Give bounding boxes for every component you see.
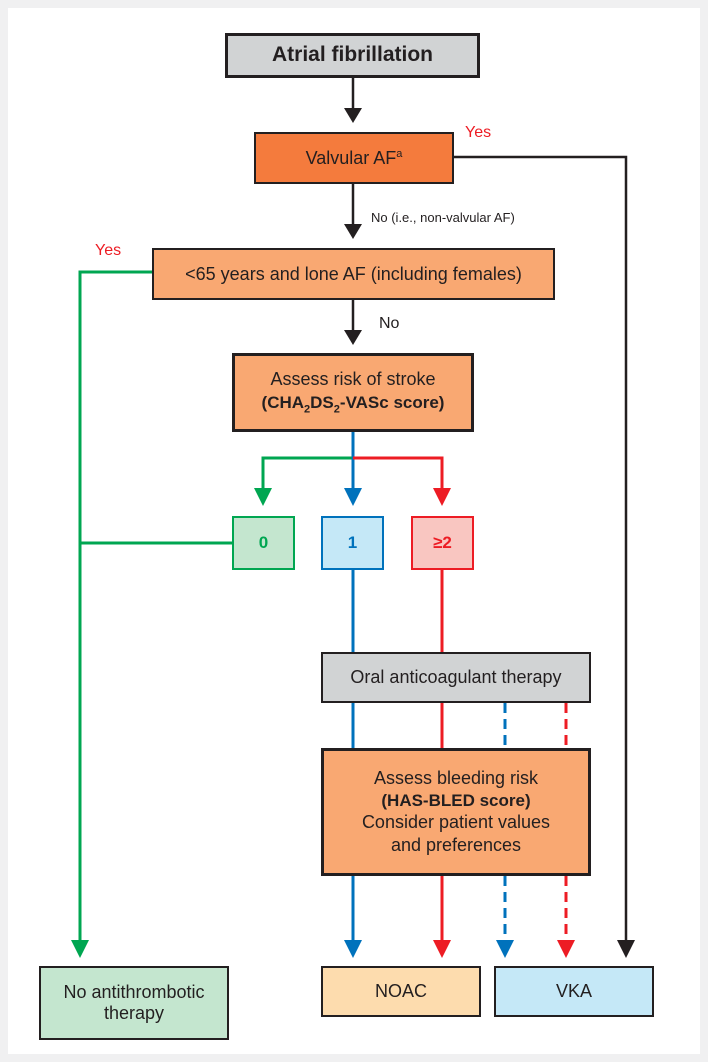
box-lone-af: <65 years and lone AF (including females…	[152, 248, 555, 300]
box-bleed-line2: (HAS-BLED score)	[381, 790, 531, 810]
box-bleed-line1: Assess bleeding risk	[373, 768, 539, 789]
box-atrial-fibrillation: Atrial fibrillation	[225, 33, 480, 78]
box-no-antithrombotic-line1: No antithrombotic	[63, 982, 205, 1003]
arrowhead-valvular-to-lone	[344, 224, 362, 239]
box-assess-bleeding: Assess bleeding risk (HAS-BLED score) Co…	[321, 748, 591, 876]
box-vka-label: VKA	[555, 981, 593, 1002]
box-lone-af-label: <65 years and lone AF (including females…	[185, 263, 522, 284]
box-noac: NOAC	[321, 966, 481, 1017]
box-valvular-af: Valvular AFa	[254, 132, 454, 184]
arrowhead-to-noac-blue	[344, 940, 362, 958]
box-valvular-footnote: a	[396, 147, 403, 160]
box-valvular-label: Valvular AF	[305, 147, 397, 168]
arrowhead-to-score0	[254, 488, 272, 506]
arrowhead-af-to-valvular	[344, 108, 362, 123]
stroke-score-pre: (CHA	[261, 392, 305, 412]
box-score-1: 1	[321, 516, 384, 570]
box-bleed-line3: Consider patient values	[361, 812, 551, 833]
box-no-antithrombotic: No antithrombotic therapy	[39, 966, 229, 1040]
box-score-0: 0	[232, 516, 295, 570]
arrowhead-to-score2	[433, 488, 451, 506]
box-assess-stroke: Assess risk of stroke (CHA2DS2-VASc scor…	[232, 353, 474, 432]
arrowhead-to-score1	[344, 488, 362, 506]
label-no-nonvalvular: No (i.e., non-valvular AF)	[371, 210, 515, 225]
path-valvular-yes-to-vka	[454, 155, 628, 950]
arrowhead-to-vka-red	[557, 940, 575, 958]
stroke-score-post: -VASc score)	[339, 392, 445, 412]
arrowhead-to-vka	[617, 940, 635, 958]
path-lone-yes-to-none	[78, 270, 152, 950]
arrowhead-to-noac-red	[433, 940, 451, 958]
label-yes-valvular: Yes	[465, 124, 492, 141]
stroke-score-sub2: 2	[333, 403, 340, 416]
box-vka: VKA	[494, 966, 654, 1017]
arrowhead-to-none	[71, 940, 89, 958]
arrowhead-to-vka-blue	[496, 940, 514, 958]
box-score-1-label: 1	[347, 533, 358, 553]
arrowhead-lone-to-stroke	[344, 330, 362, 345]
box-bleed-line4: and preferences	[390, 835, 522, 856]
box-atrial-fibrillation-label: Atrial fibrillation	[271, 43, 433, 67]
label-no-lone: No	[379, 315, 400, 332]
box-score-2: ≥2	[411, 516, 474, 570]
stroke-score-sub1: 2	[304, 403, 311, 416]
box-noac-label: NOAC	[374, 981, 427, 1002]
path-stroke-to-score2	[353, 456, 444, 495]
box-no-antithrombotic-line2: therapy	[103, 1003, 165, 1023]
stroke-score-mid: DS	[310, 392, 334, 412]
label-yes-lone: Yes	[95, 242, 122, 259]
box-oral-anticoagulant-label: Oral anticoagulant therapy	[350, 667, 562, 688]
box-assess-stroke-line1: Assess risk of stroke	[270, 369, 436, 390]
path-stroke-to-score0	[261, 456, 353, 495]
box-score-2-label: ≥2	[433, 533, 452, 553]
box-score-0-label: 0	[258, 533, 269, 553]
box-oral-anticoagulant: Oral anticoagulant therapy	[321, 652, 591, 703]
